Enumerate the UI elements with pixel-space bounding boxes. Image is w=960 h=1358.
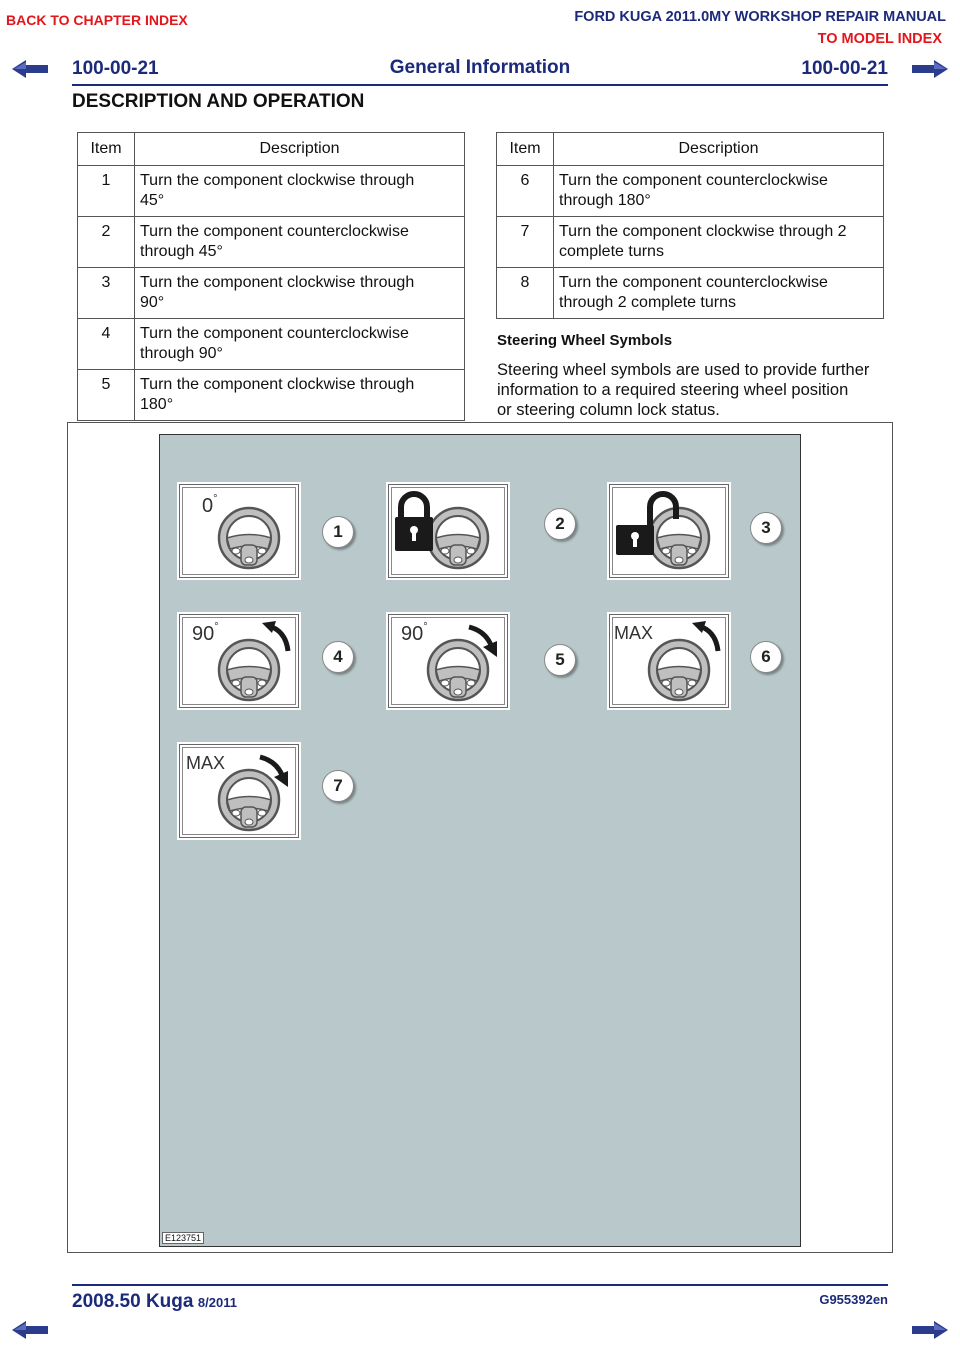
table-row: 7 Turn the component clockwise through 2… — [496, 216, 884, 268]
arrow-counterclockwise-icon — [692, 621, 721, 652]
symbol-zero-degrees: 0° — [177, 482, 301, 580]
table-header-description: Description — [553, 132, 884, 166]
table-header-description: Description — [134, 132, 465, 166]
item-number: 4 — [77, 318, 135, 370]
symbol-turn-90-counterclockwise: 90° — [177, 612, 301, 710]
item-number: 7 — [496, 216, 554, 268]
section-title: General Information — [389, 57, 571, 78]
steering-wheel-icon — [217, 506, 281, 570]
previous-page-arrow-icon[interactable] — [12, 1321, 48, 1339]
page-number-left: 100-00-21 — [72, 58, 159, 79]
header-rule — [72, 84, 888, 86]
padlock-closed-icon — [395, 491, 433, 551]
item-number: 5 — [77, 369, 135, 421]
callout-2: 2 — [544, 508, 576, 540]
table-header-item: Item — [77, 132, 135, 166]
symbol-max-counterclockwise: MAX — [607, 612, 731, 710]
padlock-open-icon — [616, 491, 679, 555]
callout-4: 4 — [322, 641, 354, 673]
manual-title: FORD KUGA 2011.0MY WORKSHOP REPAIR MANUA… — [574, 9, 946, 25]
steering-wheel-icon — [647, 638, 711, 702]
symbol-label: MAX — [186, 753, 226, 773]
footer-rule — [72, 1284, 888, 1286]
callout-6: 6 — [750, 641, 782, 673]
symbol-column-locked — [386, 482, 510, 580]
to-model-index-link[interactable]: TO MODEL INDEX — [817, 31, 942, 47]
footer-model-info: 2008.50 Kuga 8/2011 — [72, 1291, 237, 1312]
steering-wheel-icon — [426, 506, 490, 570]
callout-3: 3 — [750, 512, 782, 544]
table-header-item: Item — [496, 132, 554, 166]
steering-symbols-title: Steering Wheel Symbols — [497, 332, 673, 349]
figure-code: E123751 — [162, 1232, 205, 1244]
symbol-label: 90° — [192, 621, 219, 645]
steering-symbols-paragraph: Steering wheel symbols are used to provi… — [497, 361, 870, 419]
symbol-turn-90-clockwise: 90° — [386, 612, 510, 710]
callout-1: 1 — [322, 516, 354, 548]
item-number: 6 — [496, 165, 554, 217]
symbol-label: 90° — [401, 621, 428, 645]
steering-wheel-icon — [426, 638, 490, 702]
symbol-column-unlocked — [607, 482, 731, 580]
items-table-left: Item Description 1 Turn the component cl… — [77, 132, 465, 421]
previous-page-arrow-icon[interactable] — [12, 60, 48, 78]
steering-wheel-icon — [217, 638, 281, 702]
callout-7: 7 — [322, 770, 354, 802]
item-number: 8 — [496, 267, 554, 319]
item-number: 3 — [77, 267, 135, 319]
page-heading: DESCRIPTION AND OPERATION — [72, 91, 365, 112]
item-number: 1 — [77, 165, 135, 217]
next-page-arrow-icon[interactable] — [912, 1321, 948, 1339]
callout-5: 5 — [544, 644, 576, 676]
symbol-max-clockwise: MAX — [177, 742, 301, 840]
arrow-counterclockwise-icon — [262, 621, 291, 652]
next-page-arrow-icon[interactable] — [912, 60, 948, 78]
steering-wheel-icon — [217, 768, 281, 832]
items-table-right: Item Description 6 Turn the component co… — [496, 132, 884, 319]
page-number-right: 100-00-21 — [801, 58, 888, 79]
symbol-label: 0° — [202, 493, 218, 517]
symbol-label: MAX — [614, 623, 654, 643]
footer-doc-code: G955392en — [819, 1292, 888, 1307]
back-to-chapter-index-link[interactable]: BACK TO CHAPTER INDEX — [6, 12, 188, 28]
arrow-clockwise-icon — [259, 754, 288, 787]
item-number: 2 — [77, 216, 135, 268]
arrow-clockwise-icon — [468, 624, 497, 657]
